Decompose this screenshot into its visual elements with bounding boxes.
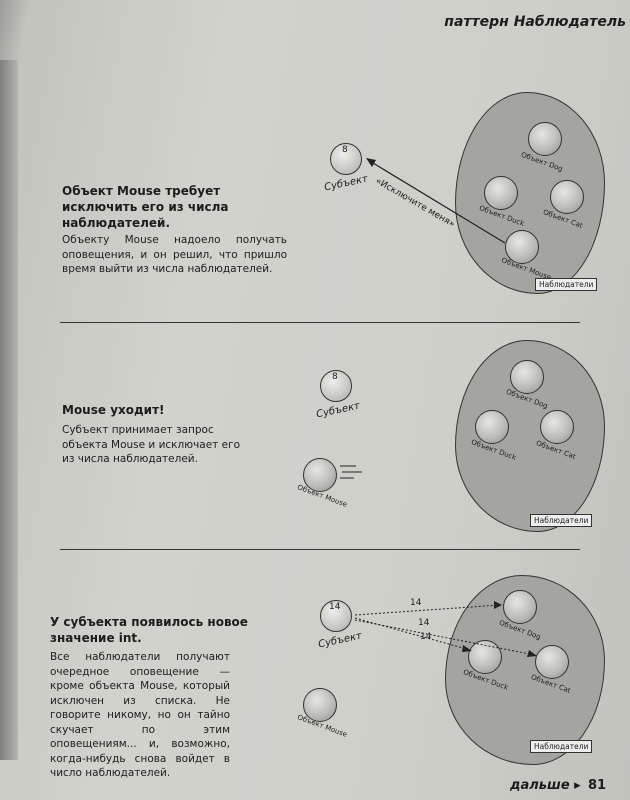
header-pattern: паттерн xyxy=(444,14,509,30)
panel3-title: У субъекта появилось новое значение int. xyxy=(50,615,248,645)
divider xyxy=(60,322,580,323)
observers-label: Наблюдатели xyxy=(530,514,593,527)
subject-object xyxy=(330,143,362,175)
observer-mouse-leaving xyxy=(303,458,337,492)
panel1-title: Объект Mouse требует исключить его из чи… xyxy=(62,184,229,230)
observer-mouse-removed xyxy=(303,688,337,722)
panel2-body: Субъект принимает запрос объекта Mouse и… xyxy=(62,424,241,465)
divider xyxy=(60,549,580,550)
observer-cat xyxy=(550,180,584,214)
subject-value: 14 xyxy=(329,602,341,612)
page-number: 81 xyxy=(588,778,607,793)
subject-value: 8 xyxy=(342,145,348,155)
notification-value: 14 xyxy=(418,618,430,628)
observer-dog xyxy=(510,360,544,394)
subject-value: 8 xyxy=(332,372,338,382)
observer-cat xyxy=(540,410,574,444)
notification-value: 14 xyxy=(410,598,422,608)
observer-dog xyxy=(503,590,537,624)
book-spine-shadow xyxy=(0,60,18,760)
notification-value: 14 xyxy=(420,632,432,642)
observer-cat xyxy=(535,645,569,679)
observer-duck xyxy=(484,176,518,210)
observer-dog xyxy=(528,122,562,156)
subject-object xyxy=(320,370,352,402)
header-title: Наблюдатель xyxy=(513,14,626,30)
observer-mouse xyxy=(505,230,539,264)
observers-label: Наблюдатели xyxy=(530,740,593,753)
next-link[interactable]: дальше ▸ xyxy=(510,778,581,793)
panel1-body: Объекту Mouse надоело получать оповещени… xyxy=(62,234,287,275)
panel3-body: Все наблюдатели получают очередное опове… xyxy=(50,651,230,779)
page-header: паттерн Наблюдатель xyxy=(444,14,626,30)
panel2-title: Mouse уходит! xyxy=(62,403,165,417)
observer-duck xyxy=(475,410,509,444)
subject-object xyxy=(320,600,352,632)
observers-label: Наблюдатели xyxy=(535,278,598,291)
